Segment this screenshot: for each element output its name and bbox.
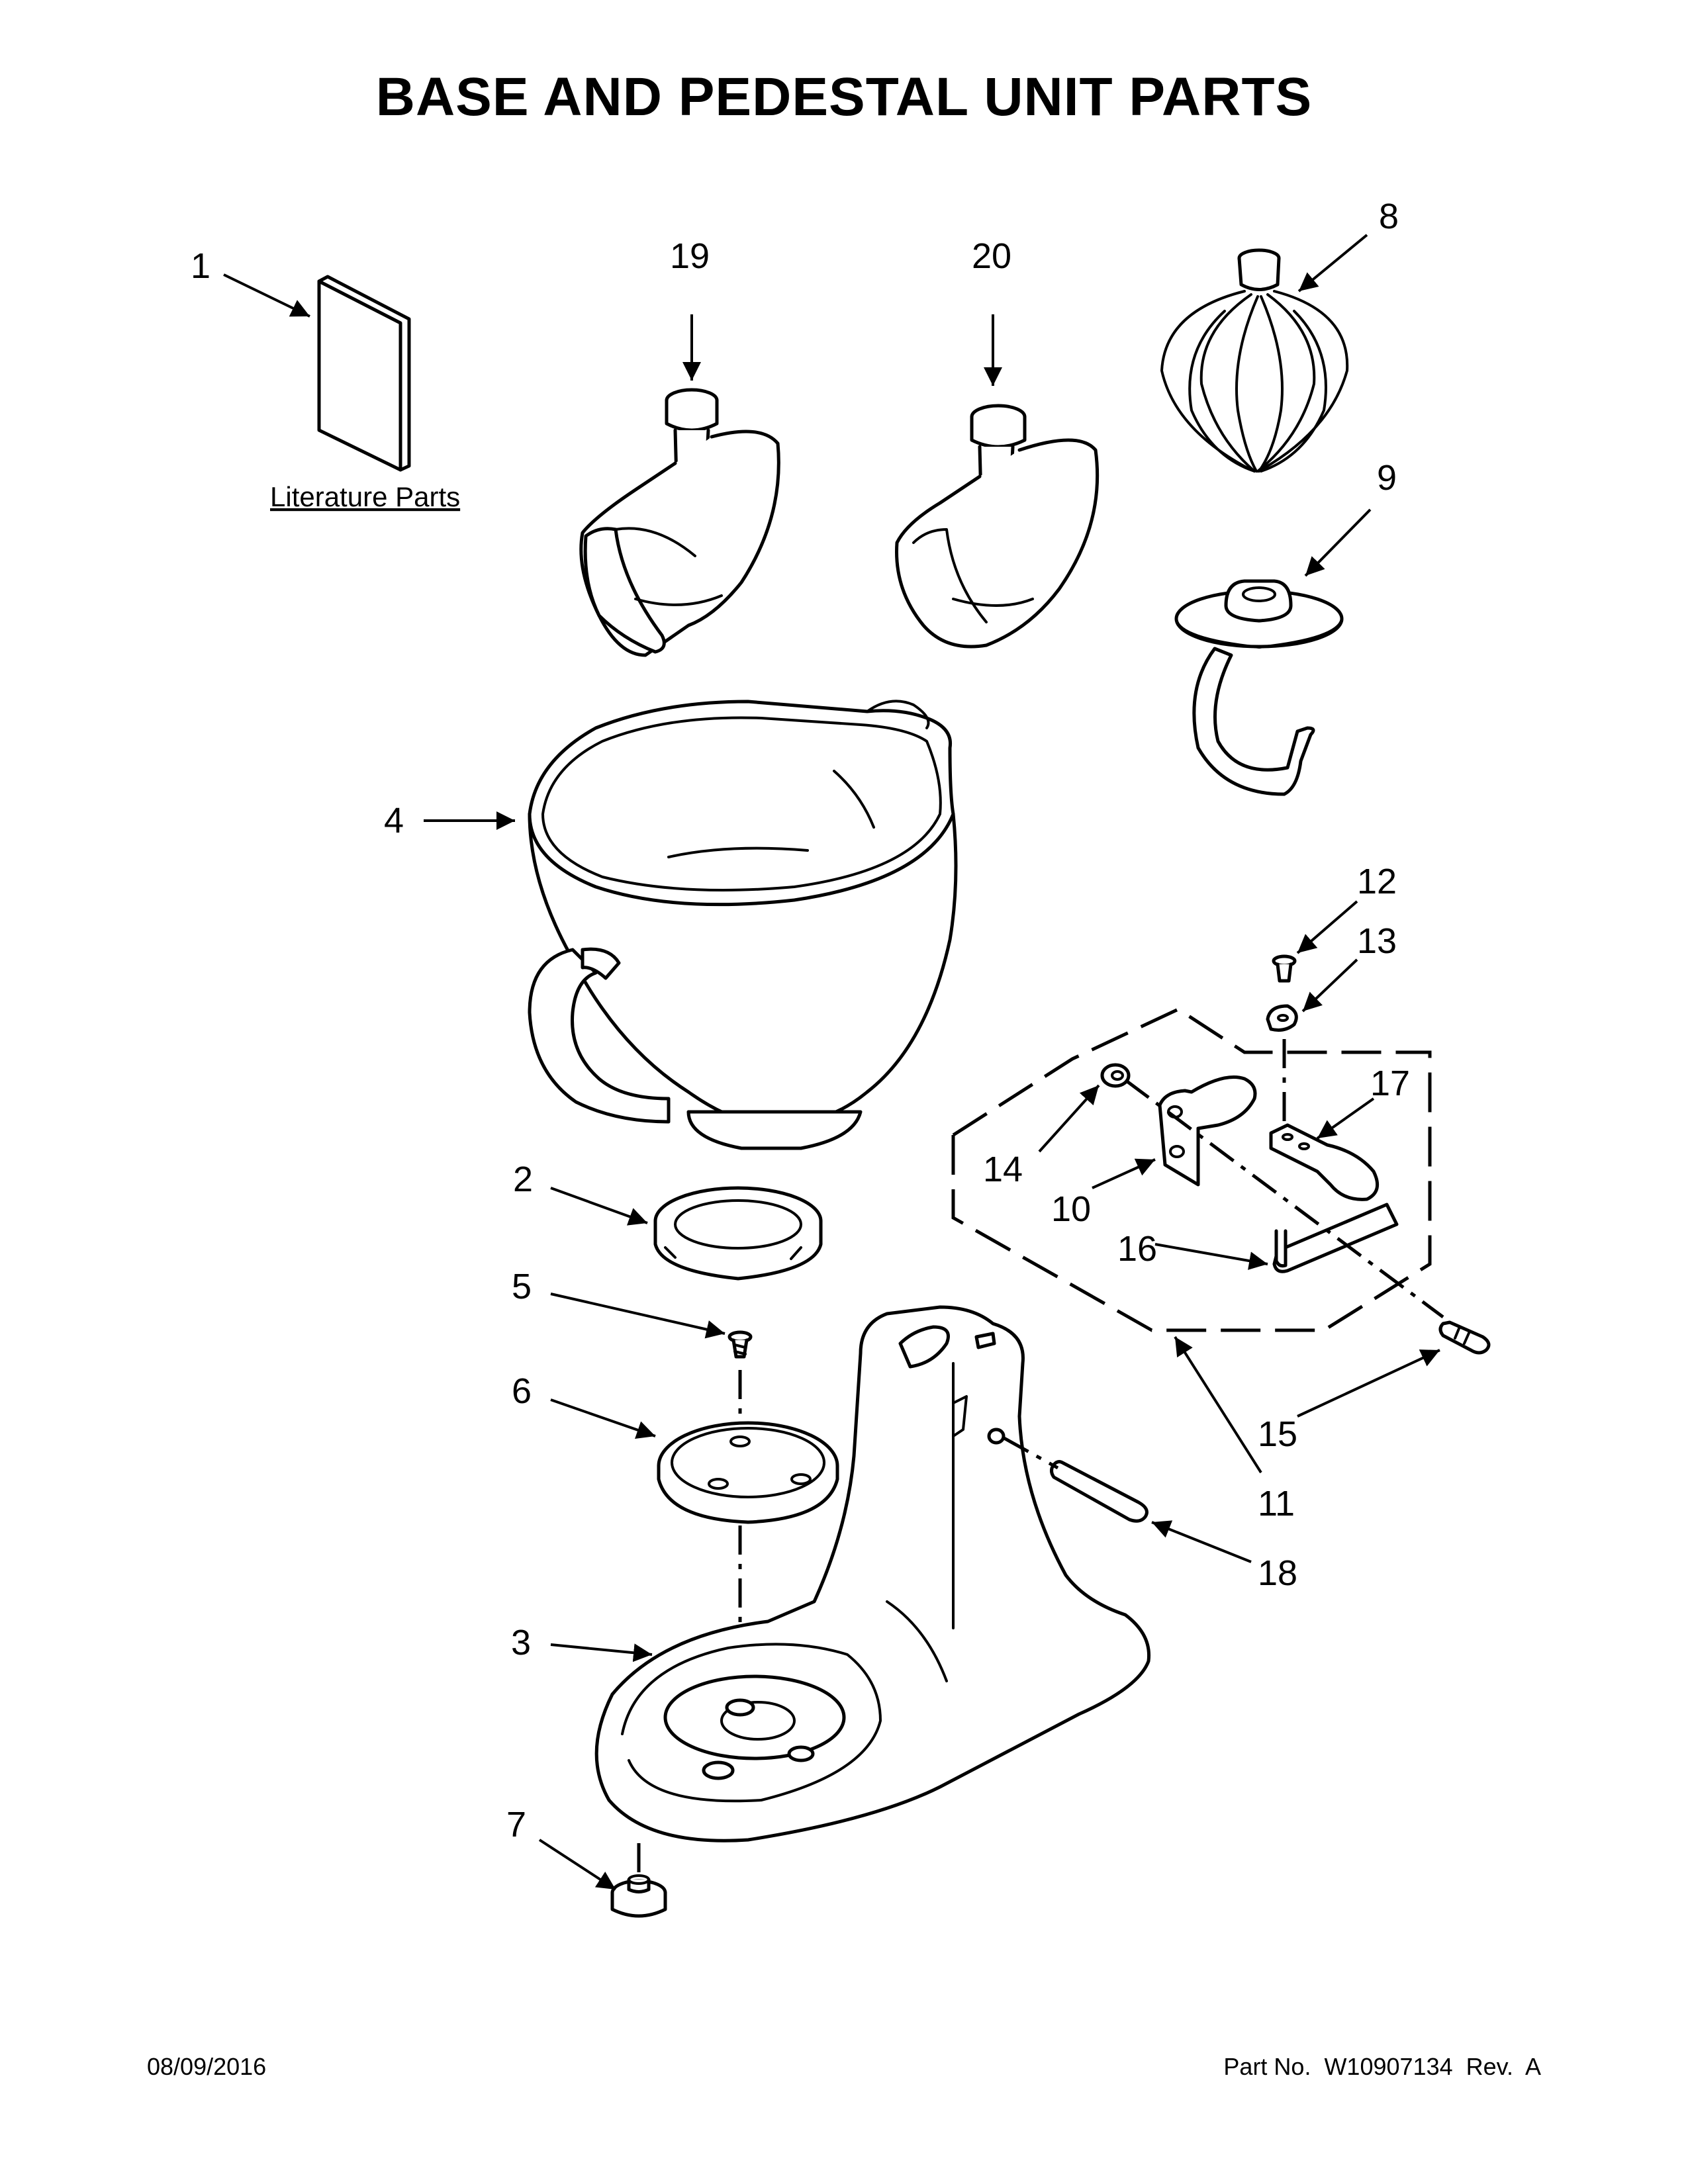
screw[interactable] — [727, 1330, 753, 1359]
flat-beater[interactable] — [895, 404, 1100, 649]
callout-10: 10 — [1051, 1189, 1091, 1229]
callout-20: 20 — [972, 236, 1011, 276]
mixing-bowl[interactable] — [528, 700, 958, 1150]
leader-16 — [1154, 1243, 1268, 1270]
callout-9: 9 — [1377, 458, 1397, 498]
callout-3: 3 — [511, 1623, 531, 1662]
hinge-pin[interactable] — [1050, 1460, 1149, 1523]
leader-14 — [1038, 1084, 1100, 1153]
leader-15 — [1297, 1349, 1440, 1418]
callout-7: 7 — [506, 1805, 526, 1844]
leader-12 — [1296, 900, 1358, 954]
leader-13 — [1301, 958, 1358, 1013]
leader-11 — [1174, 1336, 1262, 1474]
callout-16: 16 — [1117, 1229, 1157, 1269]
callout-6: 6 — [512, 1371, 532, 1411]
lever-screw[interactable] — [1272, 954, 1297, 983]
lever-bracket[interactable] — [1158, 1075, 1257, 1187]
leader-10 — [1092, 1158, 1156, 1189]
footer-part-number: Part No. W10907134 Rev. A — [1223, 2053, 1541, 2080]
leader-2 — [550, 1187, 648, 1226]
callout-8: 8 — [1379, 197, 1399, 236]
leader-9 — [1304, 508, 1372, 577]
leader-6 — [550, 1398, 656, 1439]
bowl-clamping-plate[interactable] — [653, 1186, 823, 1281]
callout-2: 2 — [513, 1160, 533, 1199]
wire-whip[interactable] — [1160, 248, 1349, 473]
literature-parts-booklet[interactable] — [317, 275, 411, 472]
callout-5: 5 — [512, 1267, 532, 1306]
locking-lever[interactable] — [1269, 1123, 1380, 1201]
leader-8 — [1297, 234, 1368, 293]
callout-15: 15 — [1258, 1414, 1297, 1454]
leader-3 — [550, 1643, 653, 1662]
callout-18: 18 — [1258, 1553, 1297, 1593]
leader-1 — [223, 273, 310, 318]
callout-11: 11 — [1258, 1484, 1295, 1524]
callout-12: 12 — [1357, 862, 1397, 901]
spacer-washer[interactable] — [1100, 1063, 1131, 1088]
leader-5 — [550, 1293, 726, 1339]
callout-1: 1 — [191, 246, 211, 286]
page-title: BASE AND PEDESTAL UNIT PARTS — [375, 67, 1313, 127]
bowl-support-plate[interactable] — [657, 1421, 839, 1524]
leader-7 — [538, 1839, 617, 1891]
lever-washer[interactable] — [1266, 1004, 1298, 1032]
callout-13: 13 — [1357, 921, 1397, 961]
leader-17 — [1316, 1097, 1375, 1140]
pedestal-base[interactable] — [594, 1305, 1151, 1843]
foot[interactable] — [610, 1874, 667, 1918]
callout-14: 14 — [983, 1150, 1023, 1189]
flex-edge-beater[interactable] — [579, 388, 780, 657]
axis-line-18 — [1002, 1435, 1059, 1470]
footer-date: 08/09/2016 — [147, 2053, 267, 2080]
callout-17: 17 — [1370, 1064, 1410, 1103]
dough-hook[interactable] — [1174, 579, 1344, 796]
lever-rod[interactable] — [1272, 1203, 1399, 1273]
axis-line-15 — [1124, 1078, 1444, 1319]
leader-18 — [1151, 1520, 1252, 1563]
callout-19: 19 — [670, 236, 710, 276]
roll-pin[interactable] — [1438, 1320, 1491, 1355]
lever-assembly-outline — [951, 1007, 1432, 1332]
literature-parts-label: Literature Parts — [270, 481, 460, 512]
callout-4: 4 — [384, 801, 404, 841]
